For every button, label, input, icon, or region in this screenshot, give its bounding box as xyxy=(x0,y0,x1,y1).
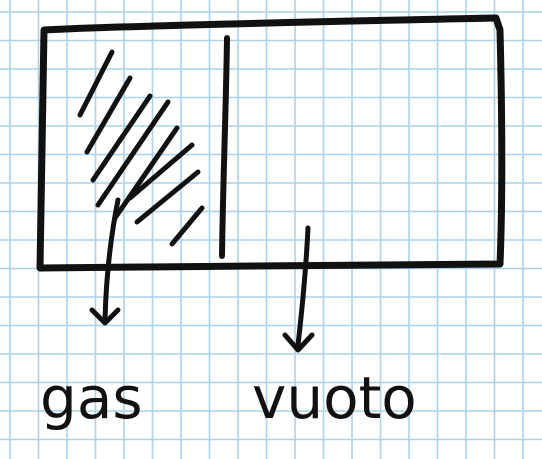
container-box xyxy=(36,14,506,272)
hatch-line xyxy=(95,99,171,208)
hatch-line xyxy=(134,169,201,225)
hatch-line xyxy=(77,49,115,118)
gas-hatching xyxy=(77,49,205,247)
hatch-line xyxy=(90,93,153,183)
hatch-line xyxy=(112,125,180,221)
hatch-line xyxy=(127,142,195,201)
partition-wall xyxy=(219,35,230,259)
gas-label: gas xyxy=(40,364,143,432)
hatch-line xyxy=(169,205,205,247)
hatch-line xyxy=(84,75,133,155)
vuoto-arrow xyxy=(282,225,315,353)
vuoto-label: vuoto xyxy=(252,364,417,432)
gas-arrow xyxy=(89,197,121,326)
